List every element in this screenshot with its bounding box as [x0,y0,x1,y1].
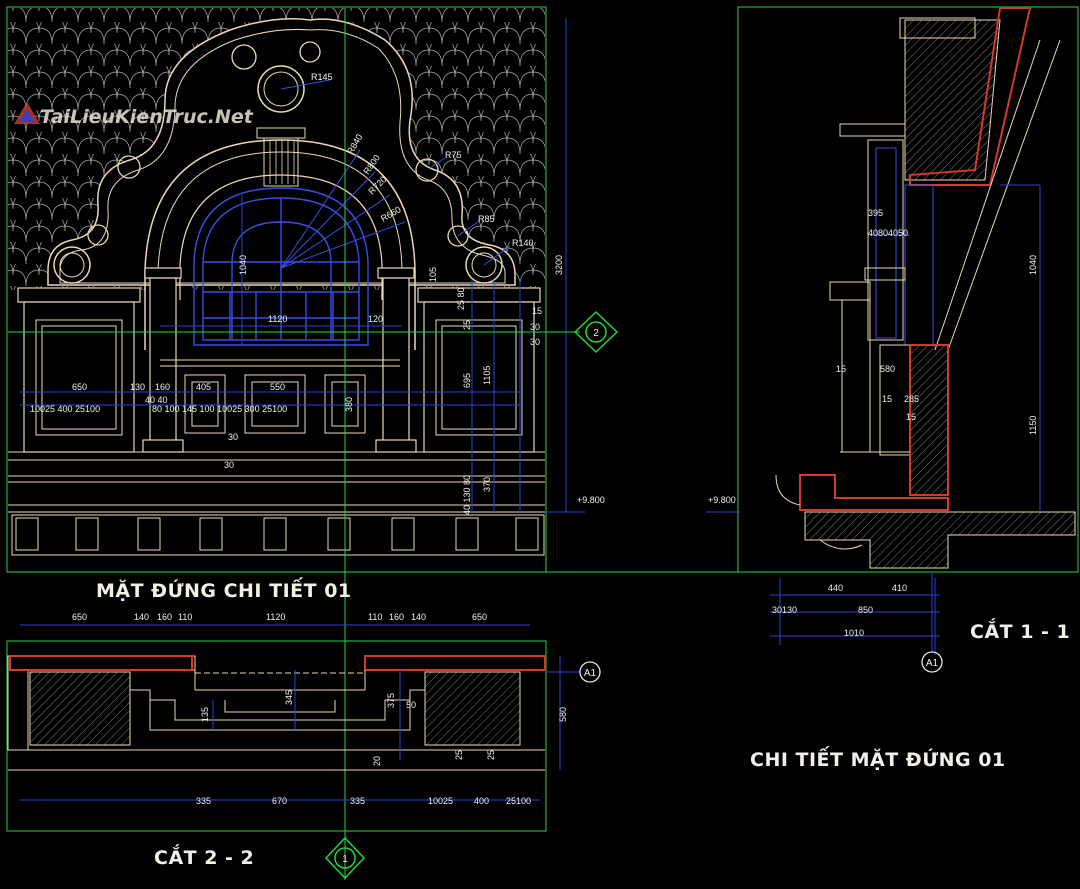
s22-top-6: 160 [389,612,404,622]
title-detail: CHI TIẾT MẶT ĐỨNG 01 [750,749,1006,771]
marker-a1-text-sec11: A1 [926,658,939,669]
grid-label-2: 2 [593,328,599,339]
s22-top-2: 160 [157,612,172,622]
s11-dim-15-a: 15 [836,364,846,374]
s11-dim-1040: 1040 [1028,255,1038,275]
s22-dim-375: 375 [386,693,396,708]
dim-650: 650 [72,382,87,392]
dim-120: 120 [368,314,383,324]
dim-30-c: 30 [228,432,238,442]
s11-dim-30130: 30130 [772,605,797,615]
watermark-logo-icon [14,102,40,124]
s22-top-4: 1120 [266,612,285,622]
label-r140: R140 [512,238,534,248]
dim-1105: 1105 [482,366,492,385]
dim-30-a: 30 [530,322,540,332]
s11-dim-410: 410 [892,583,907,593]
grid-label-1: 1 [342,854,348,865]
grid-marker-2 [573,310,619,354]
s22-bot-4: 400 [474,796,489,806]
s22-dim-345: 345 [284,690,294,705]
section-1-1-drawing [775,7,1076,569]
s22-top-1: 140 [134,612,149,622]
s22-bot-3: 10025 [428,796,453,806]
grid-marker-1 [324,836,366,880]
s11-dim-850: 850 [858,605,873,615]
s11-dim-395: 395 [868,208,883,218]
label-r145: R145 [311,72,333,82]
dim-130: 130 [130,382,145,392]
dim-3200: 3200 [554,255,564,275]
s22-bot-1: 670 [272,796,287,806]
s11-dim-440: 440 [828,583,843,593]
title-section-2-2: CẮT 2 - 2 [154,847,255,869]
dim-160: 160 [155,382,170,392]
s22-top-3: 110 [178,612,192,622]
s11-dim-1010: 1010 [844,628,864,638]
dim-30-d: 30 [224,460,234,470]
dim-380: 380 [344,397,354,412]
watermark-text: TaiLieuKienTruc.Net [40,106,253,128]
grid-lines [8,8,580,880]
title-section-1-1: CẮT 1 - 1 [970,621,1071,643]
s11-dim-1150: 1150 [1028,416,1038,435]
marker-a1-sec22 [579,661,601,683]
s22-dim-25-b: 25 [486,750,496,760]
dim-1120: 1120 [268,314,287,324]
dim-40-40: 40 40 [145,395,168,405]
dim-1040: 1040 [238,255,248,275]
dim-405: 405 [196,382,211,392]
s22-top-5: 110 [368,612,382,622]
s11-dim-580: 580 [880,364,895,374]
label-r85: R85 [478,214,495,224]
dim-2580: 25 80 [456,287,466,310]
s11-dim-15-c: 15 [906,412,916,422]
s22-top-0: 650 [72,612,87,622]
section-2-2-drawing [7,655,546,771]
dim-695: 695 [462,373,472,388]
title-elevation: MẶT ĐỨNG CHI TIẾT 01 [96,580,352,602]
s22-dim-580: 580 [558,707,568,722]
dim-40130: 40 130 80 [462,475,472,515]
s22-bot-5: 25100 [506,796,531,806]
dim-25: 25 [462,320,472,330]
level-elev: +9.800 [577,495,605,505]
marker-a1-text-sec22: A1 [584,668,597,679]
dim-row-left: 10025 400 25100 [30,404,100,414]
dim-30-b: 30 [530,337,540,347]
dim-370: 370 [482,477,492,492]
s22-dim-50: 50 [406,700,416,710]
dim-105: 105 [428,267,438,282]
s11-dim-40804050: 40804050 [868,228,908,238]
section-2-2-dimensions [20,624,580,801]
s22-dim-135: 135 [200,707,210,722]
s22-bot-2: 335 [350,796,365,806]
s22-top-7: 140 [411,612,426,622]
dim-550: 550 [270,382,285,392]
s22-bot-0: 335 [196,796,211,806]
elevation-drawing [8,8,545,556]
section-1-1-dimensions [706,184,1041,655]
elevation-dimensions [20,18,585,513]
label-r75: R75 [445,150,462,160]
dim-15: 15 [532,306,542,316]
s22-top-8: 650 [472,612,487,622]
marker-a1-sec11 [921,572,943,673]
dim-row-mid: 80 100 145 100 10025 300 25100 [152,404,287,414]
s22-dim-25-a: 25 [454,750,464,760]
sheet-frames [6,6,1079,832]
level-sec11: +9.800 [708,495,736,505]
s22-dim-20: 20 [372,756,382,766]
s11-dim-15-b: 15 [882,394,892,404]
s11-dim-285: 285 [904,394,919,404]
